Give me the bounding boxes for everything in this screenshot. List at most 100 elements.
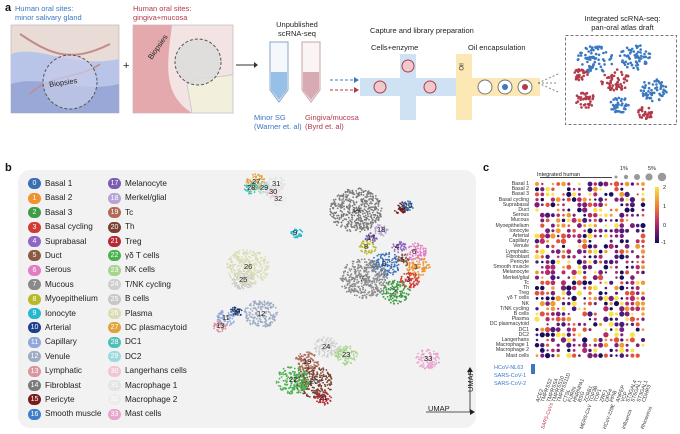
- umap-point: [263, 303, 265, 306]
- umap-point: [281, 196, 284, 199]
- dotplot-point: [603, 332, 609, 338]
- umap-cluster-label: 6: [412, 247, 417, 256]
- umap-point: [316, 373, 319, 376]
- umap-point: [333, 349, 336, 352]
- umap-point: [360, 245, 363, 248]
- umap-point: [306, 381, 309, 384]
- umap-point: [385, 263, 388, 266]
- umap-point: [417, 247, 419, 250]
- umap-point: [383, 225, 386, 228]
- umap-point: [282, 199, 284, 202]
- umap-point: [360, 217, 362, 220]
- umap-cluster-label: 24: [322, 342, 331, 351]
- umap-point: [231, 308, 234, 311]
- umap-point: [240, 309, 243, 312]
- umap-point: [269, 323, 271, 326]
- dotplot-point: [615, 265, 618, 269]
- dotplot-point: [567, 301, 571, 306]
- umap-point: [326, 401, 329, 404]
- dotplot-point: [561, 244, 566, 249]
- thumb-point: [654, 87, 657, 90]
- legend-swatch: 4: [28, 235, 41, 247]
- umap-point: [300, 229, 302, 232]
- dotplot-point: [583, 255, 587, 259]
- dotplot-point: [582, 275, 587, 280]
- dotplot-point: [561, 218, 566, 223]
- umap-point: [266, 184, 268, 187]
- umap-point: [253, 307, 256, 310]
- umap-point: [382, 260, 384, 263]
- dotplot-point: [582, 347, 588, 354]
- umap-point: [388, 255, 390, 258]
- thumb-point: [602, 51, 605, 55]
- umap-point: [356, 294, 358, 297]
- umap-point: [336, 351, 339, 353]
- umap-point: [334, 345, 337, 348]
- thumb-point: [650, 111, 653, 114]
- umap-point: [237, 286, 240, 288]
- umap-point: [363, 267, 366, 270]
- umap-point: [248, 251, 251, 254]
- umap-point: [348, 278, 350, 281]
- umap-point: [392, 258, 394, 260]
- umap-point: [318, 368, 321, 371]
- umap-point: [400, 259, 403, 262]
- umap-point: [381, 257, 384, 260]
- umap-point: [239, 274, 241, 276]
- umap-point: [252, 300, 255, 303]
- thumb-point: [618, 54, 622, 58]
- umap-point: [293, 384, 296, 387]
- umap-point: [354, 351, 357, 354]
- umap-point: [287, 366, 290, 369]
- umap-point: [252, 173, 254, 176]
- umap-point: [409, 282, 411, 284]
- dotplot-point: [599, 213, 602, 217]
- umap-point: [249, 308, 252, 310]
- thumb-point: [611, 84, 614, 87]
- dotplot-point: [583, 302, 586, 305]
- thumb-point: [620, 70, 623, 74]
- umap-point: [245, 312, 248, 315]
- thumb-point: [642, 55, 645, 59]
- dotplot-point: [587, 186, 593, 192]
- dotplot-point: [604, 291, 608, 295]
- thumb-point: [610, 54, 614, 57]
- umap-point: [401, 201, 404, 204]
- umap-point: [318, 389, 321, 392]
- umap-point: [357, 285, 360, 288]
- dotplot-point: [550, 223, 555, 228]
- umap-point: [412, 272, 414, 275]
- thumb-point: [644, 50, 648, 53]
- thumb-point: [591, 97, 595, 100]
- umap-point: [258, 183, 261, 186]
- umap-point: [217, 316, 220, 319]
- umap-point: [287, 376, 290, 378]
- dotplot-point: [641, 208, 645, 212]
- dotplot-point: [567, 260, 571, 264]
- dotplot-point: [566, 191, 572, 197]
- umap-point: [357, 222, 360, 225]
- dotplot-point: [588, 255, 592, 259]
- umap-point: [393, 270, 396, 273]
- umap-x-axis-label: UMAP: [428, 404, 450, 413]
- dotplot-point: [587, 202, 593, 208]
- umap-point: [252, 275, 255, 278]
- umap-point: [253, 265, 256, 268]
- dotplot-point: [619, 285, 625, 291]
- umap-point: [283, 370, 286, 373]
- umap-point: [233, 252, 236, 255]
- umap-cluster-label: 16: [404, 201, 413, 210]
- umap-point: [355, 276, 357, 279]
- umap-point: [391, 288, 393, 290]
- umap-point: [245, 181, 248, 184]
- virus-group-label: SARS-CoVs: [540, 402, 556, 431]
- virus-group-label: Influenza: [621, 408, 634, 431]
- umap-point: [367, 204, 370, 207]
- umap-point: [265, 322, 268, 325]
- umap-point: [371, 208, 373, 211]
- thumb-point: [585, 91, 589, 95]
- umap-point: [337, 221, 340, 224]
- umap-point: [353, 270, 356, 273]
